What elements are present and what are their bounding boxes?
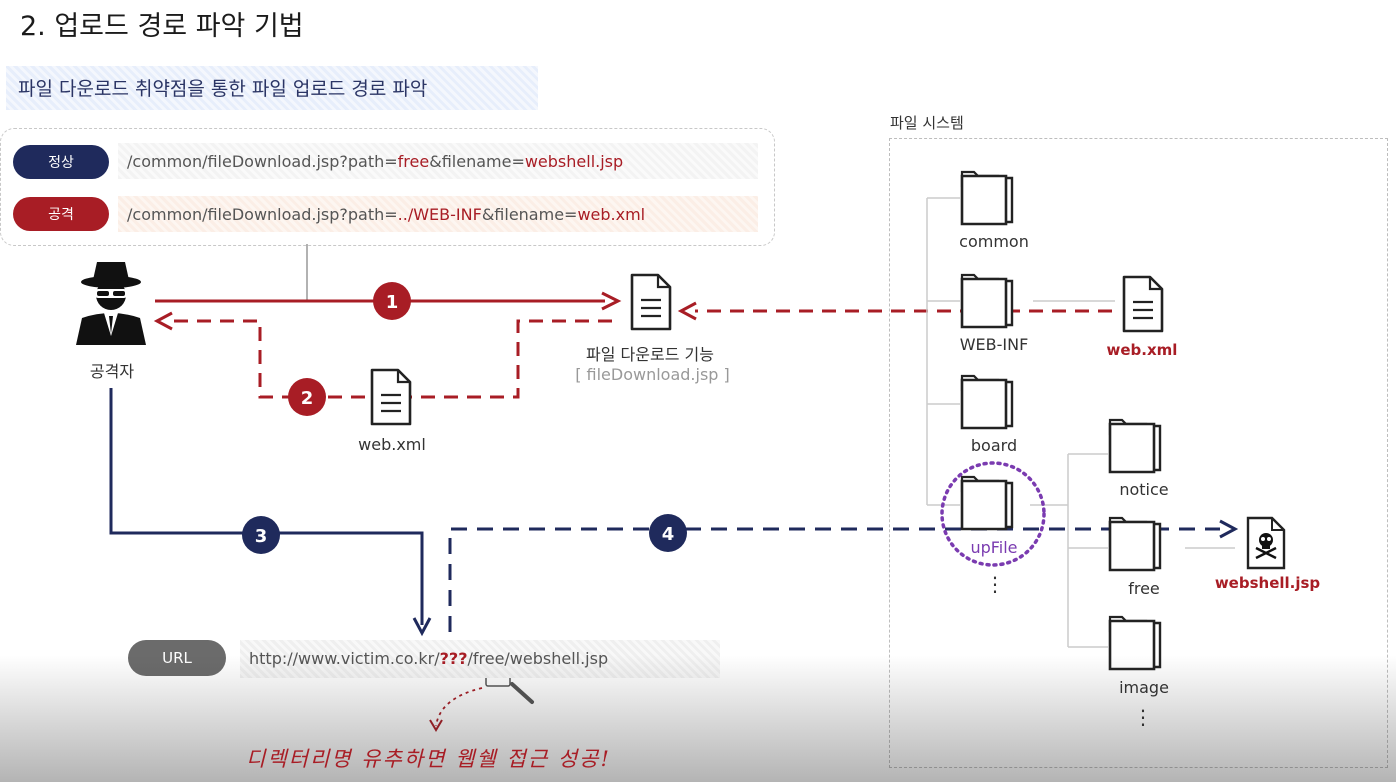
folder-label-board: board	[970, 436, 1018, 455]
step4-path	[448, 527, 1220, 632]
filesystem-label: 파일 시스템	[890, 114, 964, 132]
download-document-icon	[630, 273, 672, 331]
attacker-label: 공격자	[89, 362, 135, 381]
magnifier-icon	[485, 675, 534, 704]
webinf-webxml-label: web.xml	[1106, 341, 1178, 359]
attack-request-url: /common/fileDownload.jsp?path=../WEB-INF…	[127, 205, 646, 224]
step-4-badge: 4	[649, 514, 687, 552]
step-2-number: 2	[301, 388, 314, 409]
subfolder-ellipsis: ⋮	[1133, 705, 1153, 729]
url-badge: URL	[128, 640, 226, 676]
subtitle: 파일 다운로드 취약점을 통한 파일 업로드 경로 파악	[18, 78, 428, 100]
step-4-number: 4	[662, 524, 675, 545]
folder-icon-notice	[1108, 418, 1162, 474]
hint-arrow	[435, 687, 483, 727]
unknown-directory: ???	[439, 649, 468, 668]
folder-icon-common	[960, 170, 1014, 226]
step2-path-right	[405, 319, 612, 399]
webxml-doc-label: web.xml	[358, 435, 426, 454]
normal-badge: 정상	[13, 145, 109, 179]
folder-icon-image	[1108, 615, 1162, 671]
url-bar-background	[240, 640, 720, 678]
step4-arrowhead	[1219, 519, 1239, 539]
webinf-webxml-document-icon	[1122, 275, 1164, 333]
step2-path-left	[165, 319, 365, 399]
normal-request-background	[118, 143, 758, 179]
webxml-document-icon	[370, 368, 412, 426]
webshell-label: webshell.jsp	[1214, 574, 1321, 592]
folder-label-upfile: upFile	[970, 538, 1018, 557]
download-feature-label: 파일 다운로드 기능	[586, 345, 714, 364]
step3-arrowhead	[412, 617, 432, 637]
attack-request-background	[118, 196, 758, 232]
step-3-badge: 3	[242, 516, 280, 554]
webxml-fetch-arrowhead	[677, 301, 697, 321]
step2-arrowhead	[153, 311, 173, 331]
step1-arrowhead	[601, 291, 622, 311]
folder-label-webinf: WEB-INF	[959, 335, 1029, 354]
step-3-number: 3	[255, 526, 268, 547]
filesystem-panel	[889, 138, 1388, 768]
folder-label-image: image	[1119, 678, 1169, 697]
folder-icon-upfile	[960, 475, 1014, 531]
folder-icon-board	[960, 374, 1014, 430]
step-1-badge: 1	[373, 282, 411, 320]
step-1-number: 1	[386, 292, 399, 313]
handwritten-note: 디렉터리명 유추하면 웹쉘 접근 성공!	[246, 747, 611, 771]
step-2-badge: 2	[288, 378, 326, 416]
normal-request-url: /common/fileDownload.jsp?path=free&filen…	[127, 152, 624, 171]
folder-icon-free	[1108, 516, 1162, 572]
folder-label-common: common	[959, 232, 1029, 251]
folder-icon-webinf	[960, 273, 1014, 329]
folder-label-notice: notice	[1119, 480, 1169, 499]
subtitle-background	[6, 66, 538, 110]
upfile-highlight-circle	[940, 461, 1046, 567]
url-text: http://www.victim.co.kr/???/free/webshel…	[249, 649, 609, 668]
download-feature-file: [ fileDownload.jsp ]	[575, 365, 730, 384]
attack-badge: 공격	[13, 197, 109, 231]
folder-ellipsis: ⋮	[985, 572, 1005, 596]
page-title: 2. 업로드 경로 파악 기법	[20, 11, 304, 42]
folder-label-free: free	[1128, 579, 1160, 598]
hacker-icon	[76, 262, 146, 345]
skull-file-icon	[1246, 516, 1286, 570]
